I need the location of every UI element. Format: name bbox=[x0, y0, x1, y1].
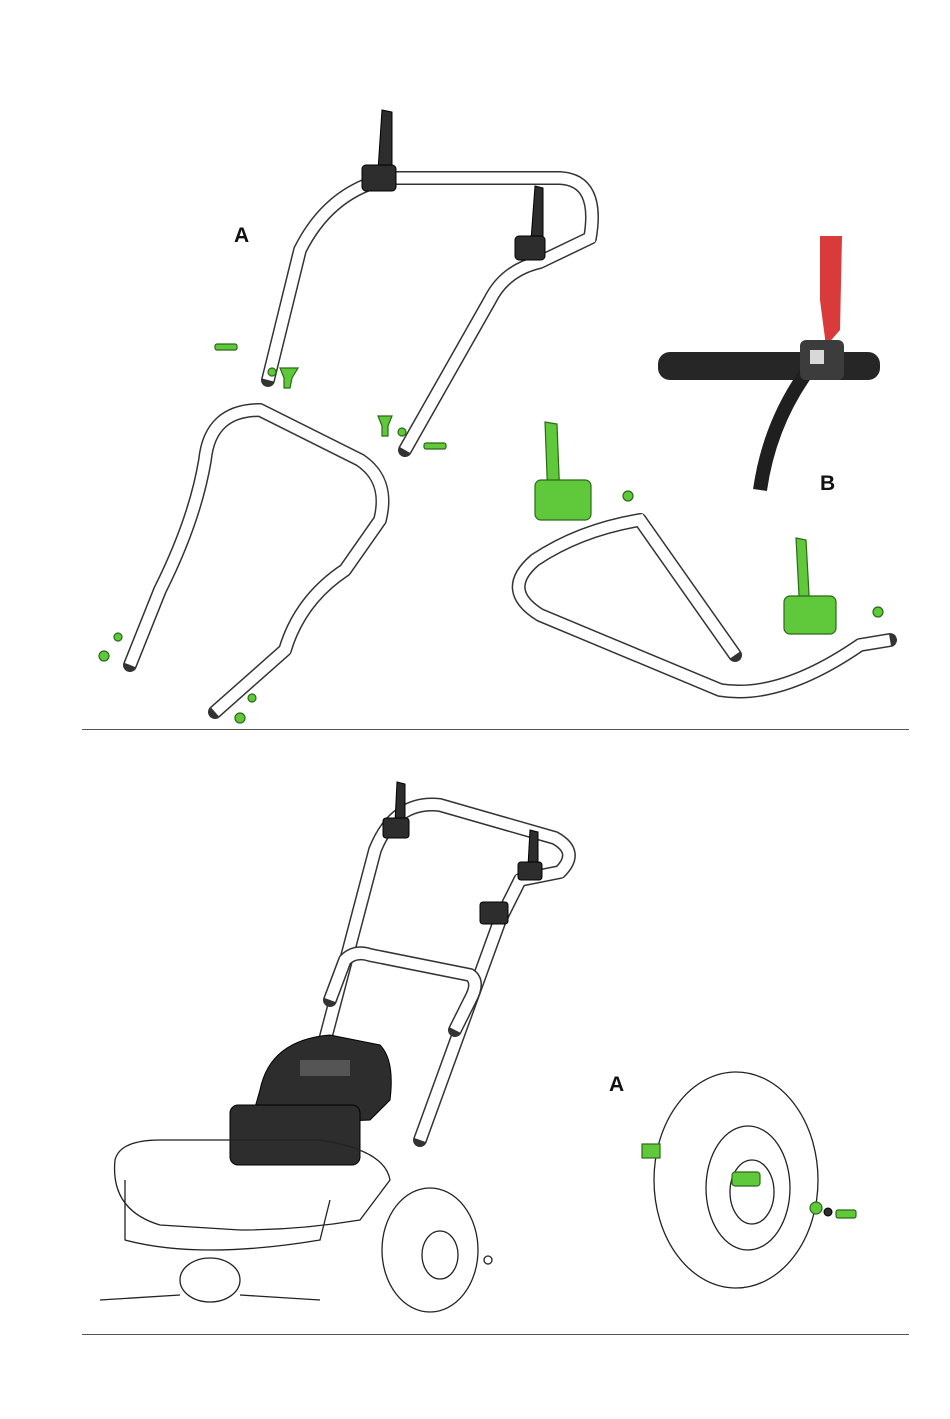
mower-wheel-diagram bbox=[0, 760, 950, 1360]
figure2-label-a: A bbox=[609, 1073, 624, 1097]
lever-photo-inset bbox=[658, 230, 890, 490]
figure1-label-b: B bbox=[820, 472, 835, 496]
section-divider-bottom bbox=[82, 1334, 909, 1335]
mower-wheel bbox=[382, 1188, 492, 1312]
upper-hardware-left bbox=[215, 344, 298, 388]
lower-handlebar bbox=[130, 410, 383, 712]
handlebar-assembly-diagram bbox=[0, 0, 950, 730]
figure1-label-a: A bbox=[234, 224, 249, 248]
section-divider-top bbox=[82, 729, 909, 730]
wheel-detail bbox=[642, 1072, 856, 1288]
lower-hardware bbox=[99, 633, 256, 723]
upper-lever-left bbox=[362, 110, 396, 191]
upper-lever-right bbox=[515, 186, 545, 260]
mower-engine bbox=[230, 1035, 391, 1165]
